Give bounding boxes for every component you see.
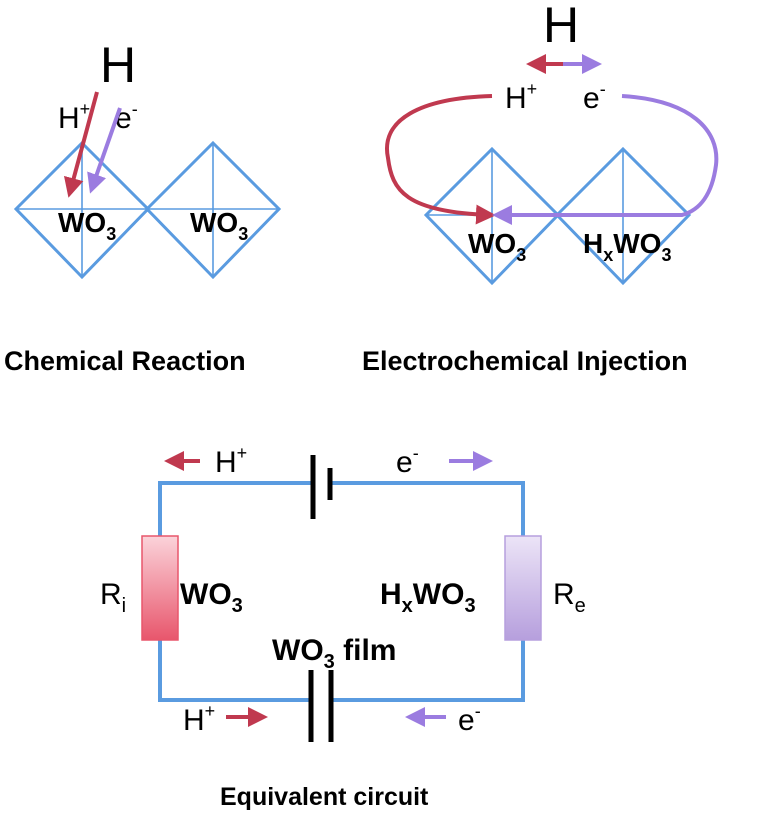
right-resistor-label: Re: [553, 578, 586, 617]
proton-label: H+: [505, 79, 537, 115]
electron-arrow: [87, 107, 122, 194]
electron-path-arrow: [492, 94, 719, 225]
equivalent-circuit-panel: H+ e- Ri WO3 HxWO3 Re WO3 film H+ e- Equ…: [100, 443, 586, 811]
left-resistor-label: Ri: [100, 578, 126, 617]
chemical-reaction-panel: H H+ e- WO3 WO3 Chemical Reaction: [4, 37, 282, 376]
bottom-proton-label: H+: [183, 701, 215, 737]
proton-label: H+: [58, 99, 90, 135]
h-atom-label: H: [100, 37, 136, 93]
capacitor-symbol: [308, 670, 334, 742]
circuit-wires: [158, 481, 525, 702]
chemical-reaction-caption: Chemical Reaction: [4, 346, 246, 376]
proton-path-arrow: [385, 94, 496, 225]
right-oct-label: HxWO3: [583, 228, 671, 265]
electrochemical-injection-caption: Electrochemical Injection: [362, 346, 688, 376]
octahedron-right: [144, 140, 282, 280]
equivalent-circuit-caption: Equivalent circuit: [220, 783, 429, 811]
octahedron-left: [13, 140, 151, 280]
right-material-label: HxWO3: [380, 578, 476, 617]
electrochemical-injection-panel: H H+ e- WO3 HxWO3 Electrochemical Inject…: [362, 0, 719, 376]
left-oct-label: WO3: [468, 228, 526, 265]
left-material-label: WO3: [180, 578, 243, 617]
left-oct-label: WO3: [58, 207, 116, 244]
electron-label: e-: [583, 79, 606, 115]
film-label: WO3 film: [272, 634, 396, 673]
right-oct-label: WO3: [190, 207, 248, 244]
bottom-electron-label: e-: [458, 701, 481, 737]
top-proton-label: H+: [215, 443, 247, 479]
top-electron-label: e-: [396, 443, 419, 479]
resistor-ion: [141, 535, 179, 641]
battery-symbol: [310, 455, 333, 519]
proton-arrow: [63, 91, 99, 198]
resistor-electron: [504, 535, 542, 641]
h-atom-label: H: [543, 0, 579, 53]
